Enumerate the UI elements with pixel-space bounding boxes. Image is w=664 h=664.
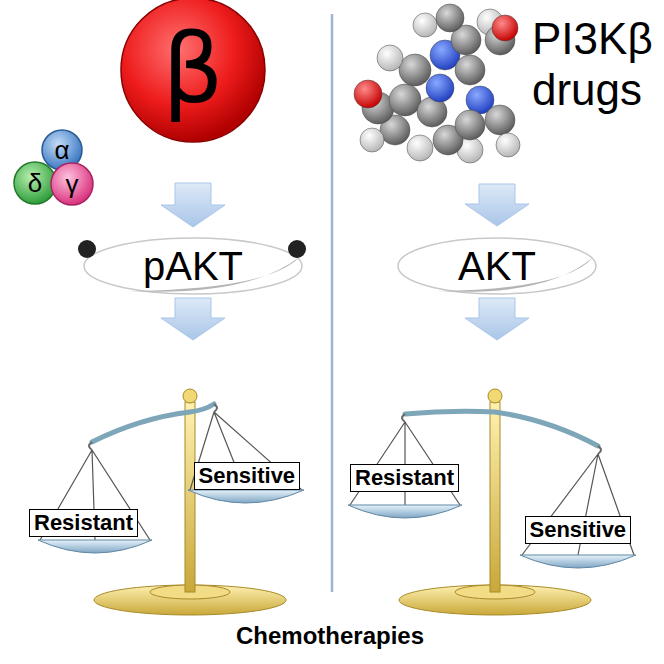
atom-sphere xyxy=(455,110,485,140)
atom-sphere xyxy=(492,15,518,41)
block-arrow xyxy=(465,298,529,340)
node-text: Sensitive xyxy=(199,464,296,488)
node-text: Resistant xyxy=(34,511,133,535)
block-arrow xyxy=(161,298,225,340)
atom-sphere xyxy=(407,135,433,161)
node-text: α xyxy=(54,136,69,165)
phospho-dot xyxy=(288,240,306,258)
atom-sphere xyxy=(413,13,437,37)
node-text: pAKT xyxy=(143,244,243,288)
drug-label: PI3Kβ drugs xyxy=(532,14,662,115)
node-text: δ xyxy=(28,169,42,198)
atom-sphere xyxy=(354,80,382,108)
atom-sphere xyxy=(436,4,464,32)
subunit-circle: γ xyxy=(50,162,94,206)
phospho-dot xyxy=(78,240,96,258)
atom-sphere xyxy=(426,74,454,102)
atom-sphere xyxy=(485,105,515,135)
footer-label: Chemotherapies xyxy=(180,622,480,650)
protein-ellipse: AKT xyxy=(397,237,597,295)
node-text: Resistant xyxy=(355,466,454,490)
protein-ellipse: pAKT xyxy=(83,237,303,295)
outcome-box: Sensitive xyxy=(194,462,301,490)
node-text: β xyxy=(162,17,223,123)
atom-sphere xyxy=(455,55,485,85)
atom-sphere xyxy=(389,84,421,116)
node-text: Sensitive xyxy=(530,518,627,542)
atom-sphere xyxy=(360,128,384,152)
divider-line xyxy=(331,14,334,592)
balance-scale xyxy=(348,389,636,615)
atom-sphere xyxy=(377,45,403,71)
block-arrow xyxy=(465,184,529,226)
outcome-box: Resistant xyxy=(350,464,459,492)
node-text: γ xyxy=(66,170,79,199)
outcome-box: Resistant xyxy=(29,509,138,537)
balance-scale xyxy=(38,389,304,615)
block-arrow xyxy=(161,183,225,227)
atom-sphere xyxy=(496,133,520,157)
node-text: AKT xyxy=(458,244,536,288)
subunit-circle: β xyxy=(120,0,266,143)
molecule-model xyxy=(354,4,520,163)
outcome-box: Sensitive xyxy=(525,516,632,544)
atom-sphere xyxy=(399,54,431,86)
